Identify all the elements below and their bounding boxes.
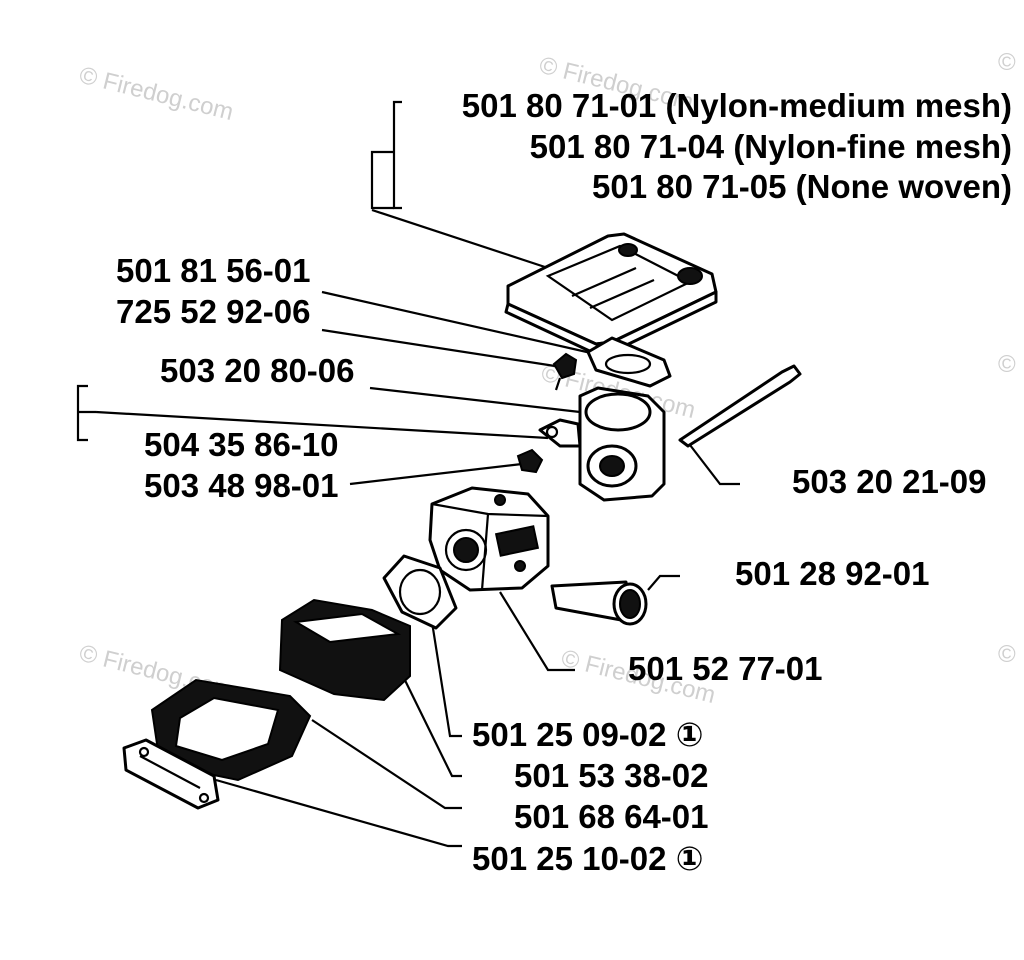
leader-line: [215, 778, 462, 848]
watermark: ©: [998, 49, 1016, 76]
leader-line: [430, 621, 462, 738]
carburetor-adapter: [538, 386, 666, 502]
leader-line: [689, 444, 740, 486]
label-725-52-92-06: 725 52 92-06: [116, 293, 311, 330]
label-501-80-71-05: 501 80 71-05 (None woven): [592, 168, 1012, 205]
label-501-80-71-01: 501 80 71-01 (Nylon-medium mesh): [462, 87, 1012, 124]
filter-bracket-outer: [392, 100, 402, 210]
watermark: ©: [998, 641, 1016, 668]
small-spacer: [516, 448, 544, 474]
intake-insulator: [278, 598, 411, 702]
carburetor: [428, 486, 550, 592]
leader-line: [311, 719, 462, 810]
label-503-48-98-01: 503 48 98-01: [144, 467, 339, 504]
long-bolt: [678, 364, 802, 448]
carburetor-gasket: [382, 554, 458, 630]
filter-bracket-inner: [370, 150, 394, 210]
label-503-20-21-09: 503 20 21-09: [792, 463, 987, 500]
label-501-25-10-02: 501 25 10-02 ①: [472, 840, 704, 877]
label-501-25-09-02: 501 25 09-02 ①: [472, 716, 704, 753]
label-501-81-56-01: 501 81 56-01: [116, 252, 311, 289]
label-501-28-92-01: 501 28 92-01: [735, 555, 930, 592]
watermark: © Firedog.com: [77, 62, 237, 126]
label-501-53-38-02: 501 53 38-02: [514, 757, 709, 794]
leader-line: [371, 208, 549, 270]
label-501-52-77-01: 501 52 77-01: [628, 650, 823, 687]
leader-lines: [95, 208, 740, 848]
leader-line: [349, 462, 523, 486]
label-503-20-80-06: 503 20 80-06: [160, 352, 355, 389]
small-screw: [552, 352, 578, 391]
intake-gasket: [122, 738, 220, 810]
fuel-filter: [550, 580, 648, 626]
label-brackets: [76, 100, 402, 442]
filter-gasket: [586, 336, 672, 388]
air-filter-cover: [504, 232, 718, 356]
label-501-80-71-04: 501 80 71-04 (Nylon-fine mesh): [530, 128, 1012, 165]
label-501-68-64-01: 501 68 64-01: [514, 798, 709, 835]
leader-line: [321, 290, 601, 357]
watermark: ©: [998, 351, 1016, 378]
label-504-35-86-10: 504 35 86-10: [144, 426, 339, 463]
part-labels: 501 80 71-01 (Nylon-medium mesh) 501 80 …: [116, 87, 1012, 877]
leader-line: [321, 328, 556, 368]
intake-boot: [150, 678, 312, 782]
leader-line: [95, 410, 549, 440]
leader-line: [369, 386, 581, 414]
leader-line: [647, 574, 680, 591]
leader-line: [397, 665, 462, 778]
leader-line: [499, 591, 575, 672]
